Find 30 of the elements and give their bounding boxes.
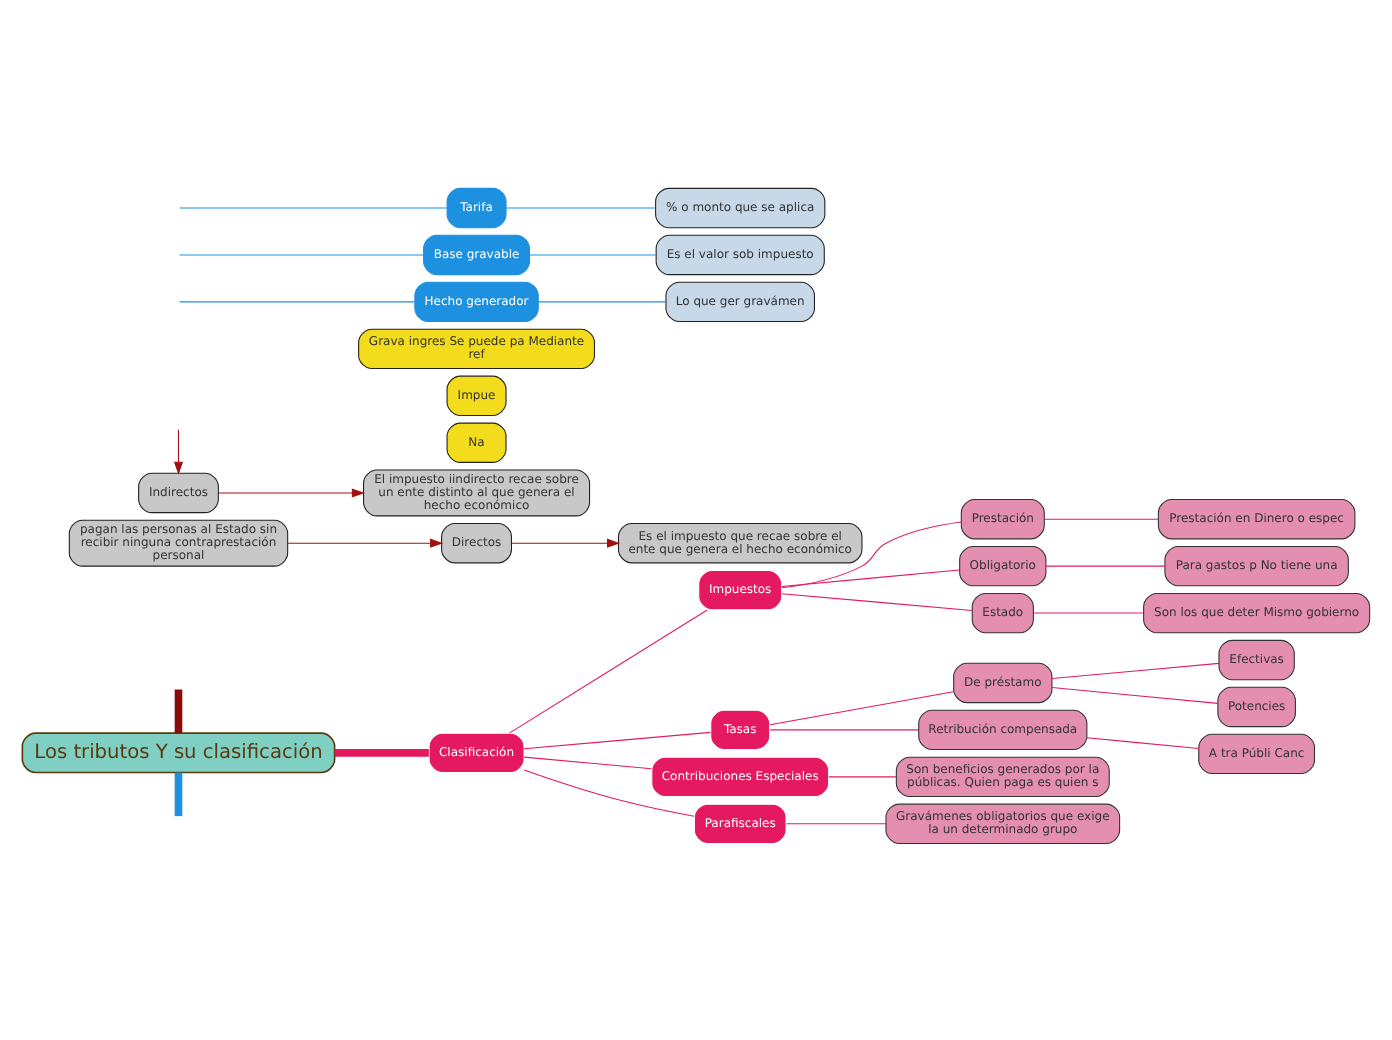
connector [334, 749, 429, 757]
connector [179, 301, 416, 303]
connector [523, 769, 695, 817]
connector [179, 207, 448, 209]
connector [828, 776, 897, 778]
arrow [287, 538, 444, 548]
connector [781, 521, 962, 589]
connector [174, 689, 183, 734]
connector [523, 756, 652, 770]
connector [1043, 518, 1159, 520]
connector [1051, 662, 1220, 680]
arrow [218, 488, 365, 498]
connector [523, 731, 712, 750]
connector [1045, 565, 1166, 567]
connector [509, 609, 708, 734]
connector [785, 823, 887, 825]
connector [505, 207, 657, 209]
arrow [511, 538, 621, 548]
connector [781, 569, 961, 587]
connector [781, 593, 973, 612]
connector [1051, 687, 1219, 704]
connector [174, 772, 183, 817]
arrow [173, 429, 184, 475]
connector [537, 301, 667, 303]
connector [529, 254, 657, 256]
connector [179, 254, 424, 256]
connector [769, 691, 954, 726]
connector [769, 729, 920, 731]
connector [1086, 737, 1200, 750]
node-box: Los tributos Y su clasificación [21, 732, 336, 774]
